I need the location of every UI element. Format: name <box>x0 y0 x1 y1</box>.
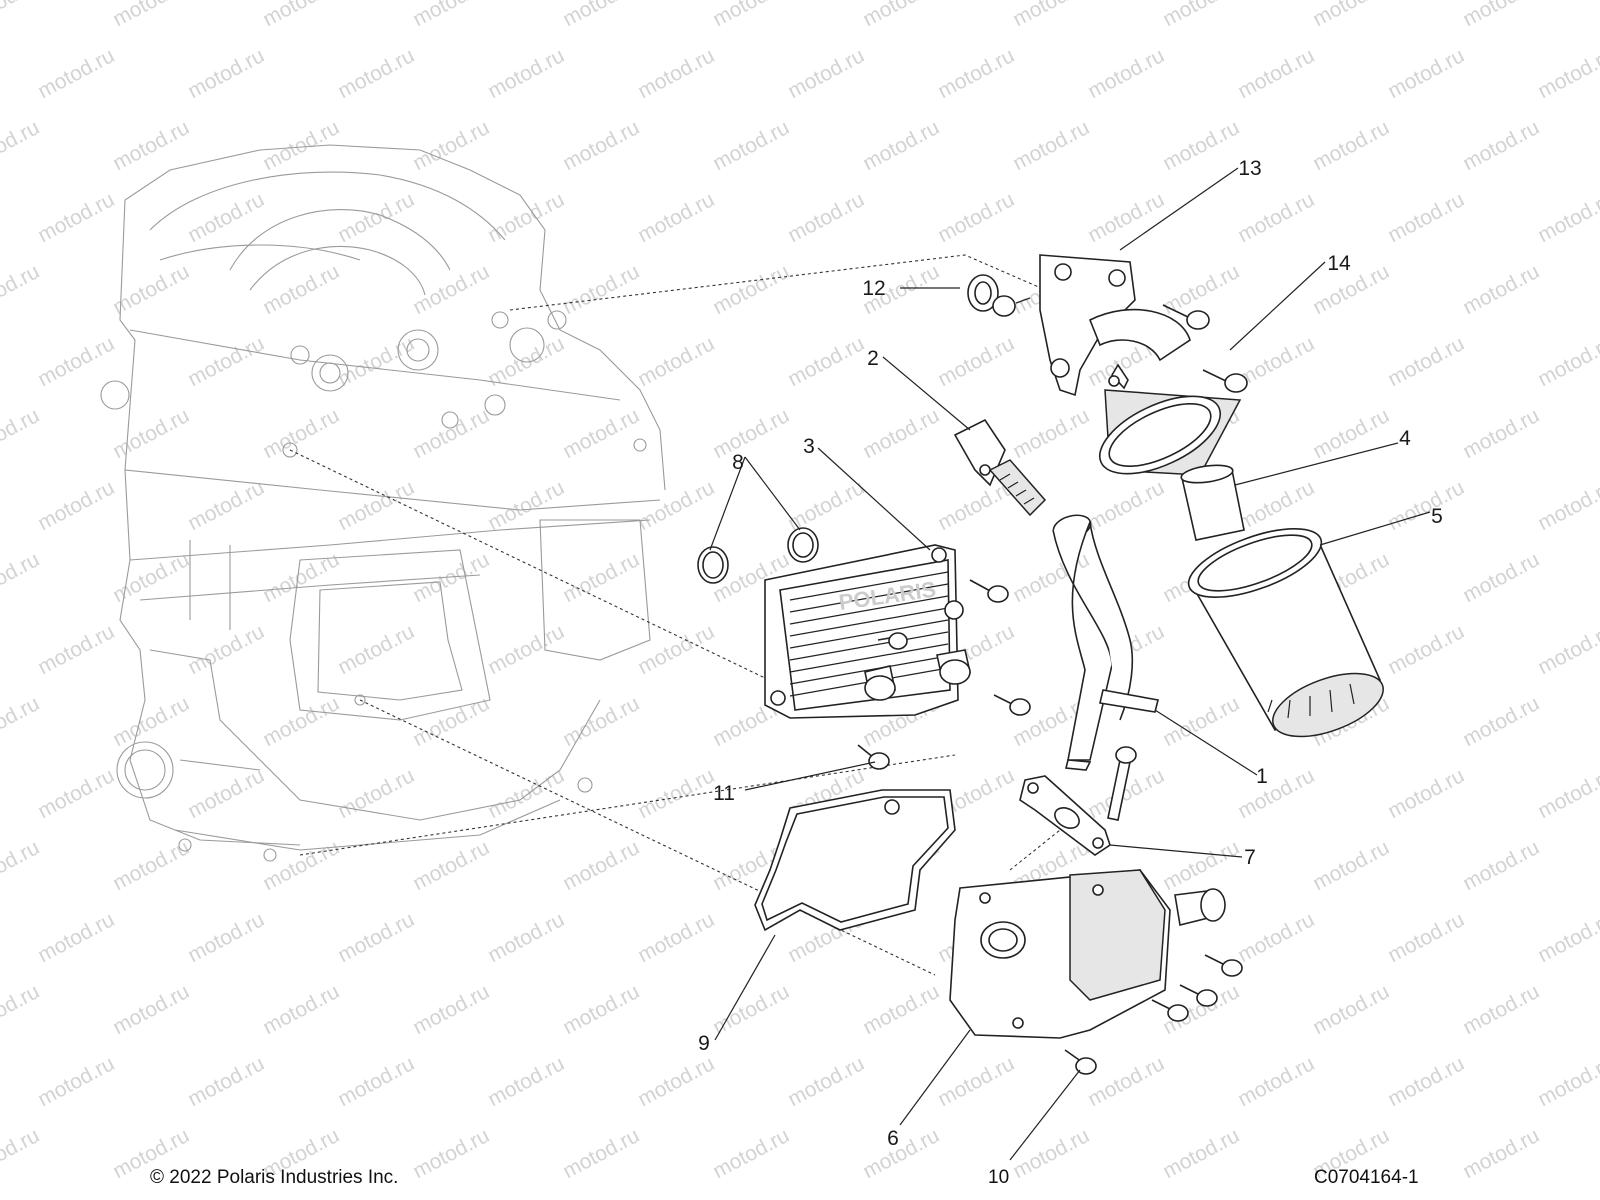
callout-11: 11 <box>713 782 735 805</box>
callout-1: 1 <box>1256 765 1268 788</box>
page-number-callout-10: 10 <box>988 1167 1010 1188</box>
part-1-pickup-tube <box>1052 514 1159 771</box>
callout-3: 3 <box>803 435 815 458</box>
leader-lines <box>709 167 1431 1161</box>
callout-2: 2 <box>867 347 879 370</box>
callout-7: 7 <box>1244 846 1256 869</box>
drawing-id: C0704164-1 <box>1314 1167 1419 1188</box>
part-5-oil-filter <box>1187 527 1384 738</box>
part-11-bolts <box>857 579 1031 770</box>
callout-9: 9 <box>698 1032 710 1055</box>
part-7-gasket <box>1019 746 1137 856</box>
callout-6: 6 <box>887 1127 899 1150</box>
engine-block-outline <box>100 144 666 862</box>
part-9-gasket <box>754 789 956 932</box>
part-8-orings <box>697 527 819 584</box>
callout-12: 12 <box>862 277 885 300</box>
part-6-cover <box>949 869 1226 1039</box>
part-4-sleeve <box>1180 464 1245 541</box>
callout-14: 14 <box>1327 252 1351 275</box>
part-14-bolts <box>1162 304 1248 393</box>
part-2-sensor <box>953 418 1047 517</box>
callout-4: 4 <box>1399 427 1411 450</box>
part-3-oil-cooler: POLARIS <box>764 544 971 719</box>
part-13-filter-adapter <box>1039 254 1242 476</box>
copyright-text: © 2022 Polaris Industries Inc. <box>150 1167 399 1188</box>
callout-labels: 13 14 12 2 3 8 4 5 1 7 11 9 6 <box>698 157 1443 1150</box>
part-12-seals <box>967 274 1031 317</box>
alignment-lines <box>289 254 1181 976</box>
callout-13: 13 <box>1238 157 1261 180</box>
callout-8: 8 <box>732 451 744 474</box>
part-10-bolts <box>1064 954 1243 1075</box>
callout-5: 5 <box>1431 505 1443 528</box>
